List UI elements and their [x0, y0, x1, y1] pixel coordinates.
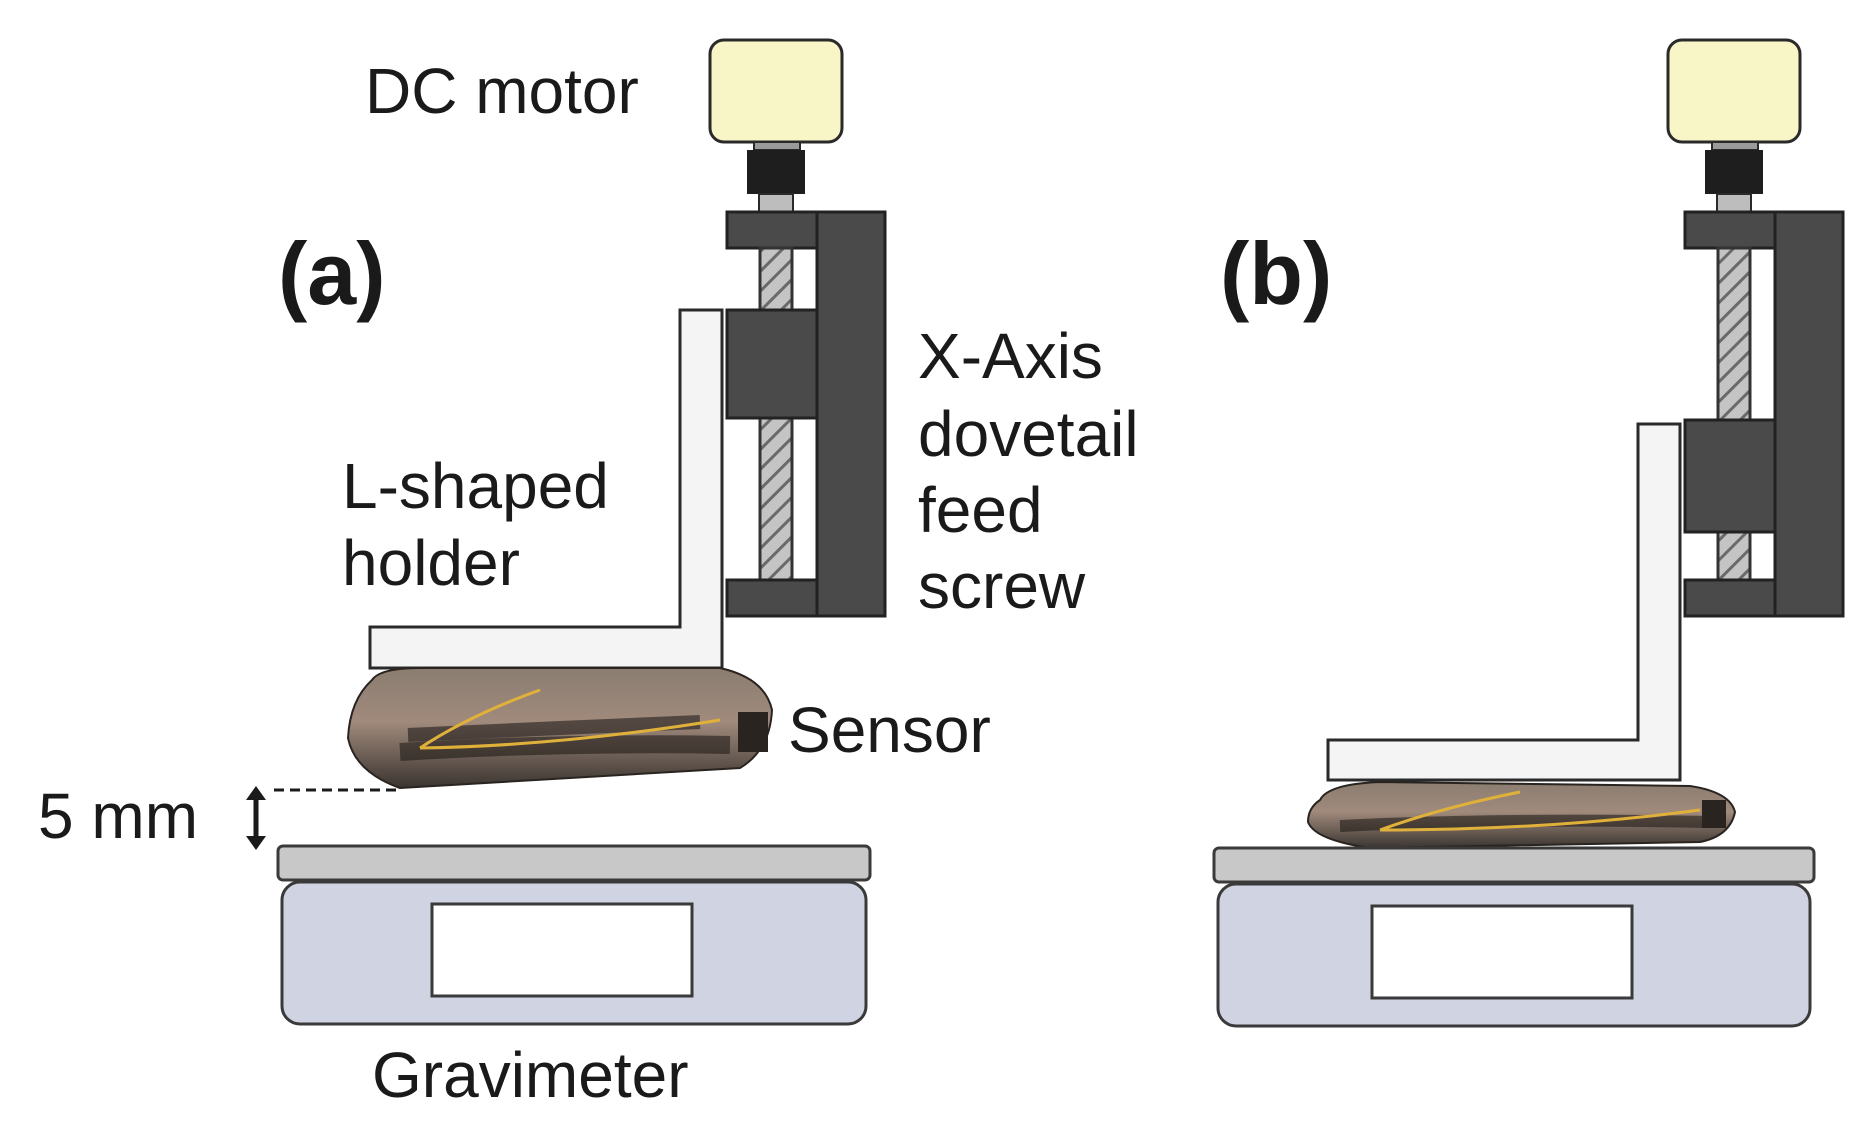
dc-motor-a [708, 38, 844, 213]
dovetail-stage-a [725, 210, 887, 618]
dc-motor-label: DC motor [365, 55, 639, 127]
dovetail-stage-b [1683, 210, 1845, 618]
gravimeter-b [1212, 846, 1816, 1028]
gravimeter-label: Gravimeter [372, 1039, 689, 1111]
holder-label-line2: holder [342, 527, 520, 599]
l-shaped-holder-b [1326, 422, 1682, 782]
panel-b-label: (b) [1220, 224, 1332, 323]
panel-a-label: (a) [278, 224, 386, 323]
holder-label-line1: L-shaped [342, 450, 609, 522]
sensor-label: Sensor [788, 694, 991, 766]
gap-indicator-a [246, 786, 398, 850]
screw-label-line4: screw [918, 550, 1086, 622]
screw-label-line1: X-Axis [918, 320, 1103, 392]
sensor-a [346, 667, 774, 790]
panel-a: (a) [38, 38, 1139, 1111]
screw-label-line2: dovetail [918, 398, 1139, 470]
gravimeter-a [276, 844, 872, 1026]
screw-label-line3: feed [918, 474, 1043, 546]
gap-label: 5 mm [38, 780, 198, 852]
sensor-b [1306, 780, 1737, 850]
dc-motor-b [1666, 38, 1802, 213]
panel-b: (b) [1212, 38, 1845, 1028]
l-shaped-holder-a [368, 308, 724, 670]
